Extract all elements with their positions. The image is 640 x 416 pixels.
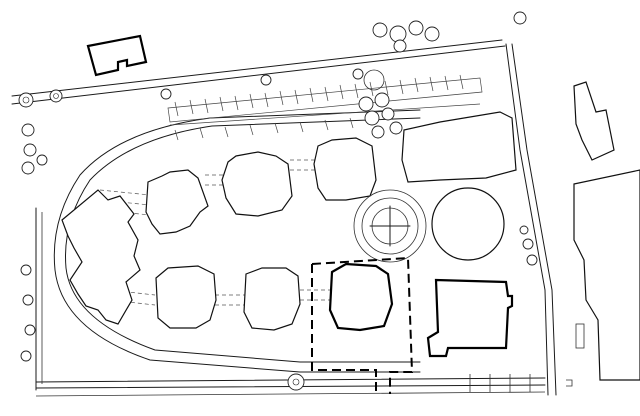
building-north-1: [145, 169, 209, 235]
buildings: [61, 34, 640, 381]
building-northeast: [401, 111, 517, 183]
site-details: [469, 323, 585, 392]
building-south-3-highlighted: [328, 262, 394, 332]
project-boundary: [311, 256, 414, 394]
trees: [18, 11, 538, 391]
building-far-east-upper: [573, 81, 615, 161]
north-road: [11, 39, 506, 105]
building-north-3: [313, 137, 377, 201]
building-south-1: [155, 265, 217, 329]
reservoir-circle: [431, 187, 505, 261]
east-road: [505, 43, 557, 396]
building-far-east-lower: [573, 169, 640, 381]
building-south-2: [243, 267, 301, 331]
round-features: [353, 69, 505, 263]
west-boundary: [35, 207, 43, 391]
building-east-block: [426, 278, 514, 358]
building-north-2: [221, 151, 293, 217]
building-west-curved: [61, 189, 141, 325]
parking-lot-north: [167, 74, 483, 141]
building-north-small: [86, 34, 148, 77]
